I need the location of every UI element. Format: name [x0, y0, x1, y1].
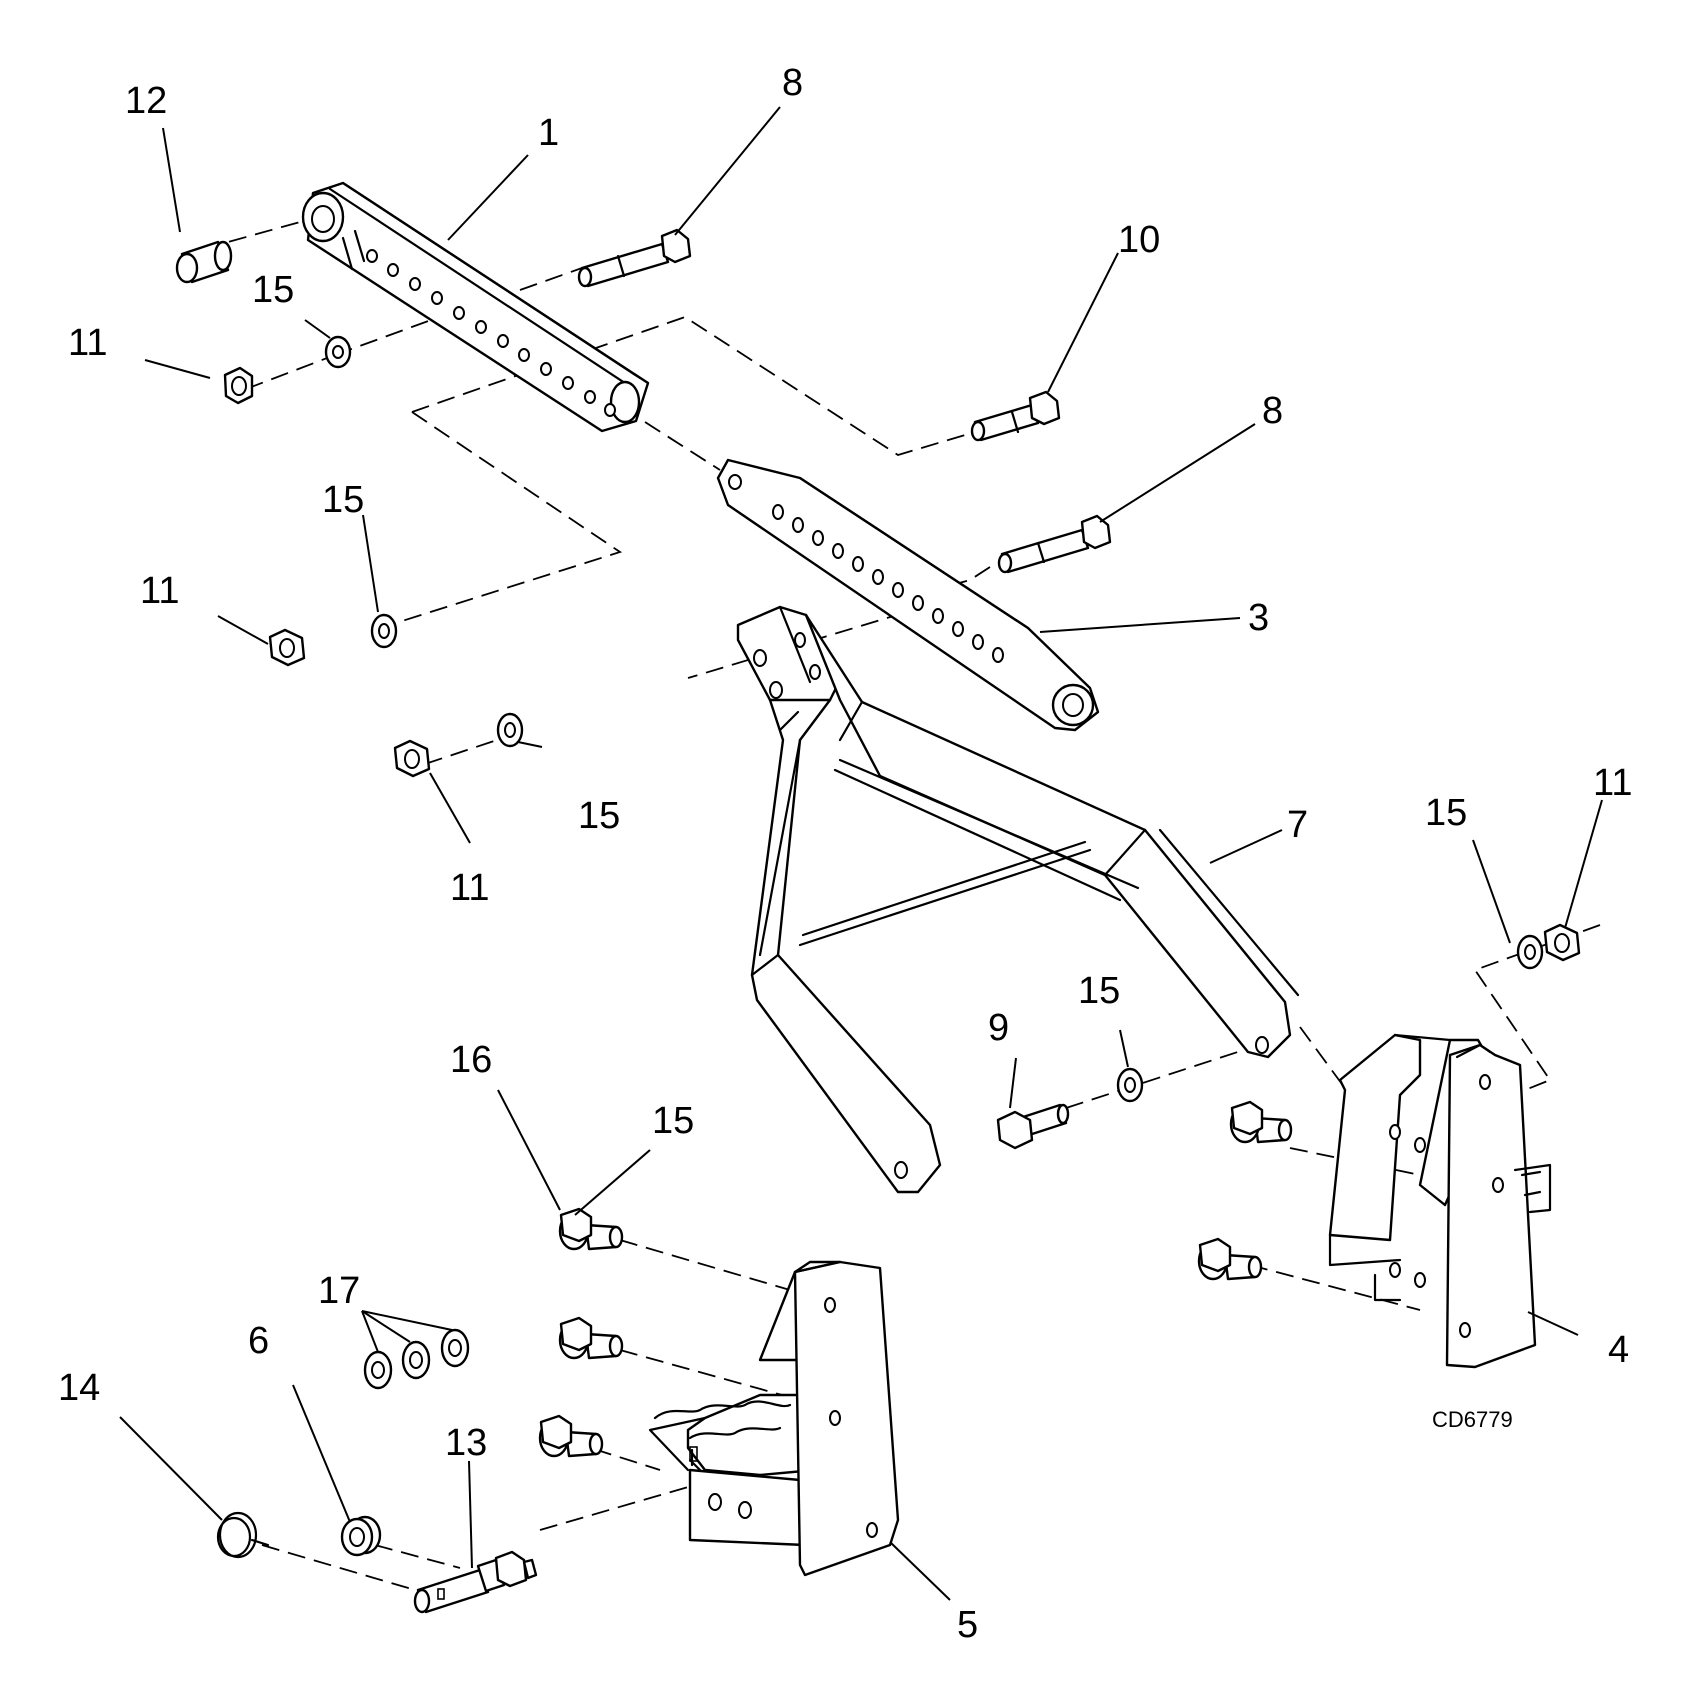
callout-4: 4 [1608, 1329, 1629, 1371]
callouts: 1 8 12 15 11 10 8 3 15 11 15 11 7 15 11 … [58, 62, 1632, 1646]
leader-lines [119, 106, 1603, 1601]
part-1-holes [366, 249, 616, 417]
part-3-holes [772, 504, 1004, 663]
part-8-bolt-lower [997, 514, 1112, 574]
drawing-code: CD6779 [1432, 1407, 1513, 1432]
part-15-washer-c [496, 712, 524, 748]
callout-8-upper: 8 [782, 62, 803, 104]
part-11-nut-a [223, 366, 254, 405]
callout-17: 17 [318, 1270, 360, 1312]
callout-15-d: 15 [1078, 970, 1120, 1012]
part-15-washer-e [1516, 934, 1544, 970]
callout-15-a: 15 [252, 269, 294, 311]
part-16-flange-bolt-middle [558, 1316, 624, 1360]
part-11-nut-b [268, 628, 306, 667]
part-13-pin [413, 1550, 538, 1614]
part-3-link-bar [716, 458, 1100, 732]
part-12-bushing [175, 240, 233, 284]
part-1-link-bar [301, 181, 650, 433]
callout-11-d: 11 [1593, 762, 1632, 804]
callout-15-f: 15 [652, 1100, 694, 1142]
part-16-flange-bolt-upper [558, 1207, 624, 1251]
callout-1: 1 [538, 112, 559, 154]
callout-14: 14 [58, 1367, 100, 1409]
callout-8-lower: 8 [1262, 390, 1283, 432]
callout-13: 13 [445, 1422, 487, 1464]
callout-9: 9 [988, 1007, 1009, 1049]
callout-7: 7 [1287, 804, 1308, 846]
callout-15-b: 15 [322, 479, 364, 521]
part-5-bracket [648, 1260, 900, 1577]
part-17-washers [363, 1328, 470, 1390]
part-15-washer-d [1116, 1067, 1144, 1103]
part-9-bolt [996, 1103, 1070, 1150]
part-11-nut-d [1543, 923, 1581, 962]
callout-11-b: 11 [140, 570, 179, 612]
callout-11-c: 11 [450, 867, 489, 909]
callout-6: 6 [248, 1320, 269, 1362]
part-6-spring [340, 1515, 382, 1557]
flange-bolt-right-upper [1229, 1100, 1293, 1144]
flange-bolt-right-lower [1197, 1237, 1263, 1281]
part-15-washer-a [324, 335, 352, 369]
part-4-bracket [1328, 1033, 1552, 1369]
callout-12: 12 [125, 80, 167, 122]
part-8-bolt-upper [577, 228, 692, 288]
callout-16: 16 [450, 1039, 492, 1081]
callout-3: 3 [1248, 597, 1269, 639]
part-15-washer-b [370, 613, 398, 649]
callout-15-c: 15 [578, 795, 620, 837]
callout-10: 10 [1118, 219, 1160, 261]
part-14-ring-pin [216, 1511, 270, 1559]
part-7-a-frame [736, 605, 1300, 1194]
part-16-flange-bolt-lower [538, 1414, 604, 1458]
part-10-bolt [970, 390, 1061, 442]
callout-5: 5 [957, 1604, 978, 1646]
assembly-lines [202, 221, 1601, 1591]
callout-11-a: 11 [68, 322, 107, 364]
part-11-nut-c [393, 739, 431, 778]
callout-15-e: 15 [1425, 792, 1467, 834]
